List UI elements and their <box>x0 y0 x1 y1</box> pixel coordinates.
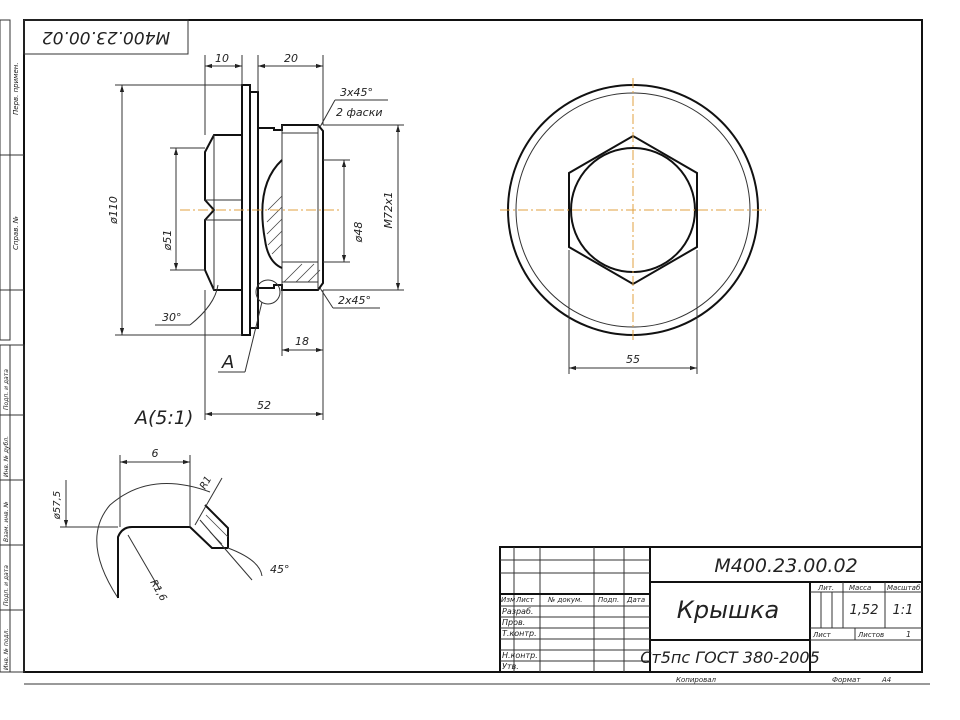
format-label: Формат <box>832 676 861 684</box>
mass-value: 1,52 <box>850 603 879 618</box>
dim-6: 6 <box>152 447 159 460</box>
col-header-list: Лист <box>515 596 535 604</box>
dim-chamfer-bottom: 2х45° <box>338 294 371 307</box>
col-header-sign: Подп. <box>598 596 619 604</box>
side-view-dimensions: 10 20 3х45° 2 фаски ø110 ø51 ø48 М72х1 <box>107 52 404 420</box>
strip-label-replace-inv: Взам. инв. № <box>3 501 10 542</box>
col-header-izm: Изм <box>501 596 516 604</box>
side-view <box>180 84 340 336</box>
strip-label-sign-date-1: Подп. и дата <box>3 369 10 410</box>
strip-label-orig-inv: Инв. № подл. <box>3 629 10 670</box>
title-designation: М400.23.00.02 <box>714 555 857 577</box>
row-approved: Утв. <box>502 662 519 671</box>
lit-label: Лит. <box>817 584 834 592</box>
col-header-date: Дата <box>626 596 645 604</box>
col-header-doc: № докум. <box>547 596 583 604</box>
strip-label-sign-date-2: Подп. и дата <box>3 565 10 606</box>
strip-label-dup-inv: Инв. № дубл. <box>3 436 10 477</box>
dim-dia-110: ø110 <box>107 196 120 225</box>
sheets-label: Листов <box>857 631 884 639</box>
format-value: А4 <box>881 676 891 684</box>
dim-18: 18 <box>295 335 309 348</box>
dim-chamfer-top-note: 2 фаски <box>336 106 382 119</box>
rotated-drawing-number: М400.23.00.02 <box>42 27 170 47</box>
detail-label-a: А <box>221 352 234 373</box>
scale-value: 1:1 <box>893 603 914 618</box>
title-name: Крышка <box>677 596 779 624</box>
dim-angle-30: 30° <box>162 311 182 324</box>
dim-20: 20 <box>284 52 298 65</box>
section-hatching <box>266 195 321 283</box>
scale-label: Масштаб <box>887 584 921 592</box>
dim-dia-48: ø48 <box>352 222 365 244</box>
row-checker: Пров. <box>502 618 525 627</box>
title-block: М400.23.00.02 Крышка Ст5пс ГОСТ 380-2005… <box>499 546 923 684</box>
dim-dia-51: ø51 <box>161 230 174 252</box>
dim-angle-45: 45° <box>270 563 290 576</box>
dim-r1-6: R1,6 <box>147 578 168 603</box>
title-material: Ст5пс ГОСТ 380-2005 <box>640 648 820 667</box>
copied-label: Копировал <box>676 676 717 684</box>
row-developer: Разраб. <box>502 607 533 616</box>
row-tech-control: Т.контр. <box>502 629 537 638</box>
detail-title: А(5:1) <box>133 407 193 429</box>
dim-chamfer-top: 3х45° <box>340 86 373 99</box>
dim-dia-57-5: ø57,5 <box>52 491 63 520</box>
sheet-label: Лист <box>812 631 832 639</box>
strip-label-reference: Справ. № <box>12 216 20 250</box>
row-norm-control: Н.контр. <box>502 651 538 660</box>
left-strip: Перв. примен. Справ. № Подп. и дата Инв.… <box>0 19 25 673</box>
front-view: 55 <box>500 78 766 374</box>
dim-across-flats: 55 <box>626 353 640 366</box>
dim-thread: М72х1 <box>382 192 395 229</box>
dim-10: 10 <box>215 52 229 65</box>
sheets-value: 1 <box>906 630 911 639</box>
dim-52: 52 <box>257 399 271 412</box>
detail-view: А(5:1) 6 ø57,5 R1 R1,6 45° <box>52 407 290 603</box>
rotated-number-box: М400.23.00.02 <box>23 19 189 55</box>
strip-label-first-use: Перв. примен. <box>12 62 20 115</box>
mass-label: Масса <box>849 584 871 592</box>
